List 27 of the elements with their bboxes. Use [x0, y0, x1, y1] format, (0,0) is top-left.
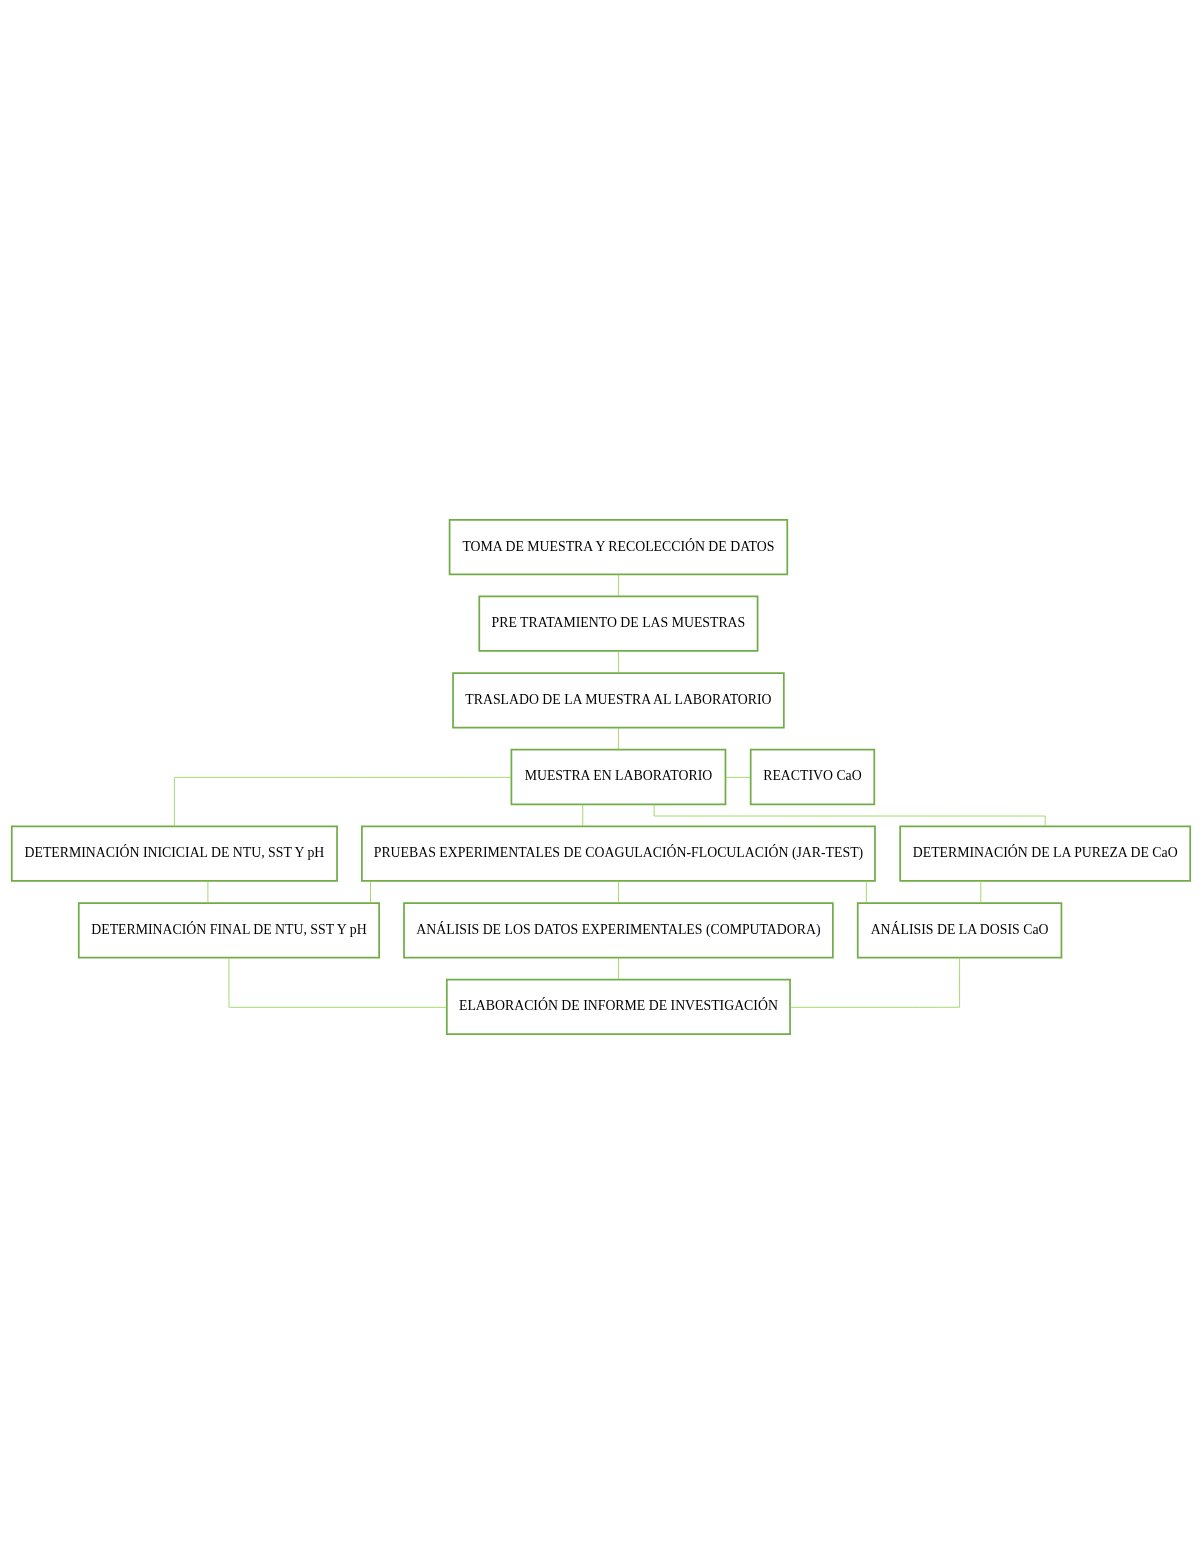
node-box: REACTIVO CaO: [749, 748, 876, 806]
connector: [207, 880, 209, 904]
connector: [618, 880, 619, 904]
node-box: PRUEBAS EXPERIMENTALES DE COAGULACIÓN-FLOCULACIÓN (JAR-TEST): [361, 825, 876, 882]
node-box: DETERMINACIÓN FINAL DE NTU, SST Y pH: [77, 902, 380, 959]
node-box: ANÁLISIS DE LA DOSIS CaO: [856, 902, 1063, 959]
connector: [653, 803, 1046, 827]
node-box: ANÁLISIS DE LOS DATOS EXPERIMENTALES (COMPUTADORA): [403, 902, 834, 959]
connector: [228, 957, 448, 1008]
connector: [618, 650, 619, 674]
connector: [725, 776, 752, 778]
node-box: TOMA DE MUESTRA Y RECOLECCIÓN DE DATOS: [448, 518, 789, 576]
node-box: DETERMINACIÓN DE LA PUREZA DE CaO: [899, 825, 1192, 882]
node-box: MUESTRA EN LABORATORIO: [510, 748, 727, 806]
connector: [618, 957, 619, 980]
connector: [582, 804, 584, 827]
connector: [370, 880, 371, 904]
node-box: ELABORACIÓN DE INFORME DE INVESTIGACIÓN: [445, 978, 791, 1036]
connector: [618, 574, 619, 597]
node-box: PRE TRATAMIENTO DE LAS MUESTRAS: [478, 595, 759, 652]
connector: [789, 957, 960, 1008]
node-box: DETERMINACIÓN INICICIAL DE NTU, SST Y pH: [10, 825, 338, 882]
connector: [174, 776, 512, 827]
connector: [618, 727, 619, 750]
connector: [980, 880, 982, 904]
connector: [865, 880, 867, 904]
node-box: TRASLADO DE LA MUESTRA AL LABORATORIO: [452, 672, 785, 729]
